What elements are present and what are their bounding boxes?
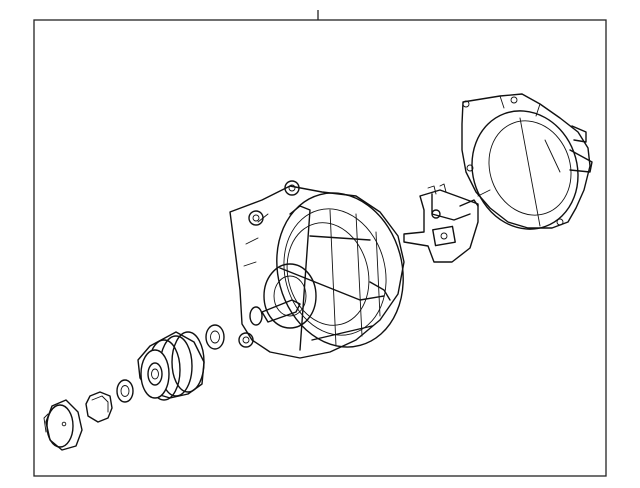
rear-cover-icon (461, 93, 593, 230)
diagram-frame (33, 19, 607, 477)
alternator-housing-icon (229, 180, 405, 359)
pulley-icon (137, 331, 205, 401)
washer-icon (116, 379, 134, 403)
spacer-ring-icon (205, 324, 225, 350)
end-cap-icon (43, 399, 83, 451)
voltage-regulator-icon (403, 183, 479, 263)
nut-icon (85, 391, 113, 423)
